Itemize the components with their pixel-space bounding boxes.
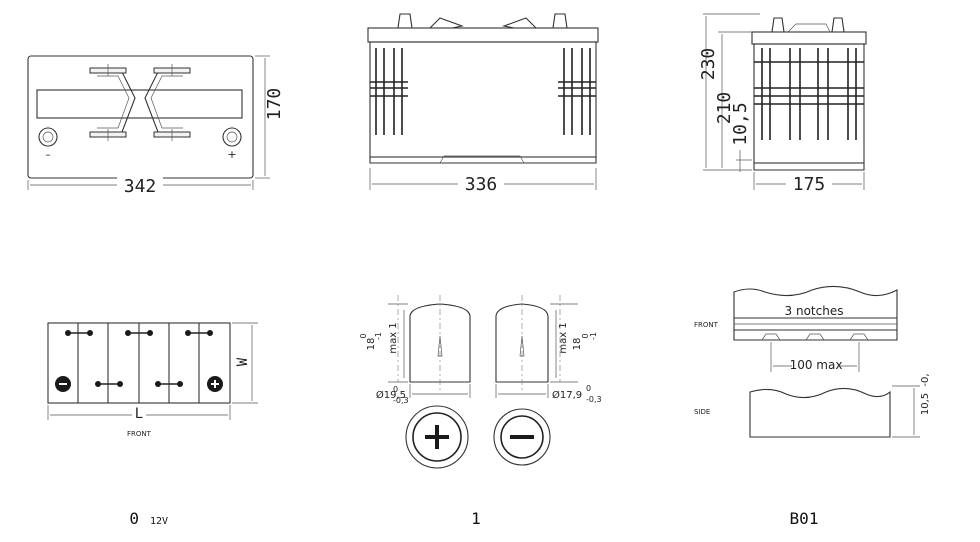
total-height-dimension: 230 [698,48,719,81]
height-label: 10,5 [920,393,931,415]
minus-diameter: Ø17,9 [552,389,582,401]
box-height-dimension: 210 [714,92,735,125]
top-view-label-strip [36,89,243,119]
plus-post [409,303,471,383]
cell-connectors [65,330,213,387]
plus-height: 18 [366,338,377,351]
handle-left [429,17,465,29]
minus-height: 18 [572,338,583,351]
hold-down: 3 notches FRONT 100 max SIDE 10,5 -0, B0… [694,285,931,528]
depth-dimension: 170 [264,88,285,121]
side-view: 230 210 10,5 175 [698,13,867,195]
width-dimension: 342 [124,176,157,197]
terminals: 18 0 -1 max 1 Ø19,5 0 -0,3 max 1 18 0 -1… [359,295,602,528]
svg-text:-0,3: -0,3 [393,396,409,405]
base-height-dimension: 10,5 [730,102,751,145]
terminal-post [552,13,568,29]
handle-left [92,71,136,133]
length-dimension: 336 [465,174,498,195]
voltage-caption: 12V [150,516,168,527]
terminals-caption: 1 [471,509,481,528]
hold-down-caption: B01 [790,509,819,528]
right-ribs [558,48,596,135]
notches-label: 3 notches [785,304,844,318]
side-ribs [754,48,864,140]
minus-post [495,303,549,383]
minus-terminal [38,127,58,147]
svg-text:0: 0 [393,385,398,394]
minus-terminal-face [493,408,551,466]
plus-diameter: Ø19,5 [376,389,406,401]
top-view-outline [27,55,254,179]
svg-text:0: 0 [586,384,591,393]
hold-down-front [733,285,898,331]
front-label: FRONT [694,321,719,329]
front-view-lid [367,27,599,43]
handle-right [501,17,537,29]
layout-caption: 0 [129,509,139,528]
terminal-post [397,13,413,29]
minus-sign: – [45,148,51,161]
max-label: 100 max [790,358,843,372]
svg-text:0: 0 [359,333,368,338]
side-view-lid [751,31,867,45]
handle-right [144,71,188,133]
top-view: – + 342 170 [27,55,285,197]
plus-terminal-face [405,405,469,469]
cell-layout: W L FRONT 0 12V [47,322,258,528]
svg-text:-1: -1 [374,332,383,340]
length-label: L [135,406,143,422]
plus-terminal [222,127,242,147]
left-ribs [370,48,408,135]
front-view-body [369,41,597,158]
front-view: 336 [367,13,599,195]
side-label: SIDE [694,408,710,416]
width-dimension: 175 [793,174,826,195]
minus-max: max 1 [558,322,569,353]
width-label: W [235,357,251,366]
svg-text:-1: -1 [589,332,598,340]
plus-sign: + [227,148,236,161]
svg-text:-0,: -0, [920,373,931,386]
front-label: FRONT [127,430,152,438]
minus-icon [510,435,534,439]
svg-text:-0,3: -0,3 [586,395,602,404]
plus-max: max 1 [388,322,399,353]
svg-text:0: 0 [581,333,590,338]
hold-down-side [749,387,891,438]
